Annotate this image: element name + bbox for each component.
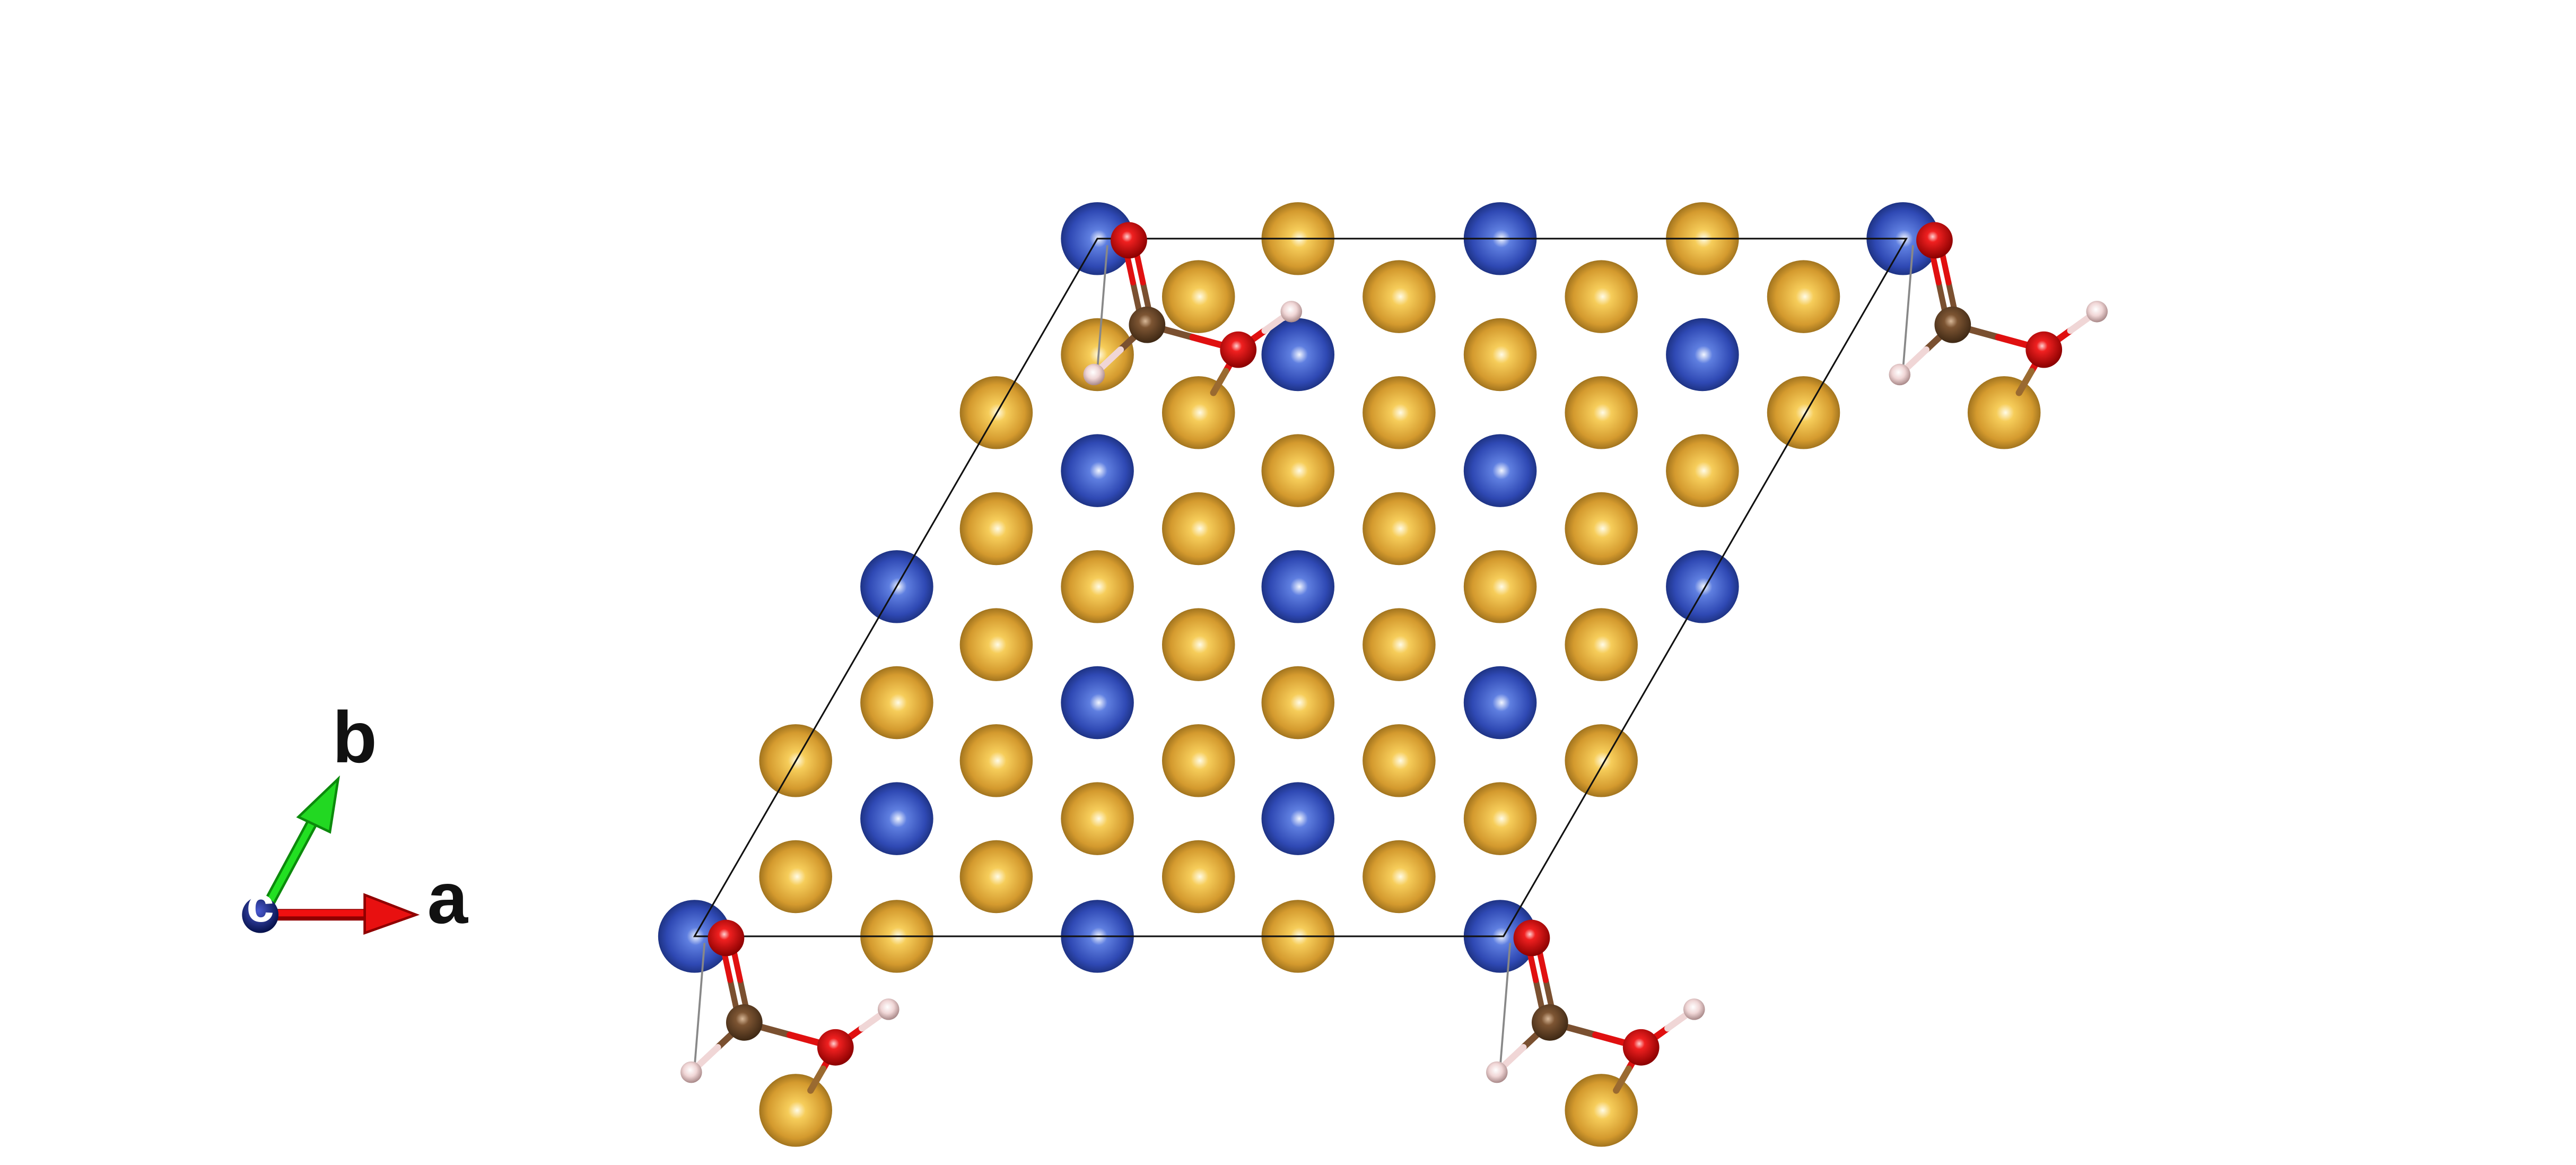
cooh-adsorbates [680, 222, 2108, 1094]
a-axis-label: a [427, 858, 469, 939]
gold-atom [1363, 260, 1436, 333]
blue-atom [1463, 434, 1537, 507]
gold-atom [1463, 318, 1537, 392]
gold-atom [1767, 260, 1840, 333]
c-axis-origin [242, 896, 279, 933]
cooh-molecule [680, 919, 900, 1094]
gold-atom [1565, 376, 1638, 449]
gold-atom [959, 492, 1033, 566]
carbon-atom [1531, 1004, 1568, 1041]
blue-atom [1261, 782, 1335, 855]
hydrogen-atom [1889, 363, 1911, 386]
axis-compass: c b a [242, 697, 469, 939]
hydrogen-atom [1683, 998, 1705, 1020]
blue-atom [1463, 666, 1537, 740]
cell-link-line [1902, 245, 1914, 370]
gold-atom [1162, 492, 1235, 566]
gold-atom [1363, 492, 1436, 566]
gold-atom [1565, 1074, 1638, 1147]
gold-atom [1363, 608, 1436, 681]
carbon-atom [1934, 306, 1971, 343]
gold-atom [1162, 840, 1235, 914]
hydrogen-atom [2086, 300, 2108, 323]
gold-atom [1363, 724, 1436, 797]
gold-atom [959, 724, 1033, 797]
gold-atom [1767, 376, 1840, 449]
blue-atom [1666, 318, 1739, 392]
cooh-molecule [1486, 919, 1705, 1094]
a-axis-arrowhead [363, 893, 420, 935]
oxygen-atom [1111, 222, 1147, 259]
hydrogen-atom [1280, 300, 1303, 323]
b-axis-label: b [333, 697, 377, 778]
b-axis-arrowhead [296, 775, 340, 834]
gold-atom [1967, 376, 2041, 449]
gold-atom [1363, 376, 1436, 449]
gold-atom [1061, 550, 1134, 623]
bond [2015, 368, 2035, 396]
hydrogen-atom [1486, 1061, 1508, 1083]
gold-atom [860, 666, 933, 740]
oxygen-atom [2025, 331, 2063, 368]
bond [807, 1065, 827, 1094]
blue-atom [1061, 434, 1134, 507]
bond [1613, 1065, 1632, 1094]
gold-atom [759, 840, 832, 914]
gold-atom [1261, 434, 1335, 507]
unit-cell [693, 238, 1908, 937]
cell-link-line [1499, 943, 1512, 1067]
gold-atom [1162, 608, 1235, 681]
blue-atom [1261, 318, 1335, 392]
c-axis-label: c [247, 876, 274, 932]
oxygen-atom [708, 919, 745, 957]
gold-atom [1565, 608, 1638, 681]
hydrogen-atom [877, 998, 900, 1020]
gold-atom [1162, 260, 1235, 333]
oxygen-atom [817, 1029, 854, 1066]
oxygen-atom [1220, 331, 1257, 368]
gold-atom [1565, 260, 1638, 333]
blue-atom [1061, 666, 1134, 740]
cooh-molecule [1889, 222, 2108, 396]
cooh-molecule [1083, 222, 1303, 396]
gold-atom [959, 608, 1033, 681]
hydrogen-atom [680, 1061, 702, 1083]
oxygen-atom [1513, 919, 1550, 957]
carbon-atom [1129, 306, 1166, 343]
b-axis-shaft [262, 822, 315, 911]
gold-atom [1162, 376, 1235, 449]
bond [1210, 368, 1229, 396]
hydrogen-atom [1083, 363, 1105, 386]
blue-atom [1261, 550, 1335, 623]
blue-atom [860, 782, 933, 855]
slab-atoms [658, 202, 2041, 1147]
oxygen-atom [1916, 222, 1953, 259]
gold-atom [1463, 550, 1537, 623]
gold-atom [1261, 666, 1335, 740]
oxygen-atom [1622, 1029, 1660, 1066]
gold-atom [1565, 492, 1638, 566]
unit-cell-outline [693, 238, 1908, 937]
gold-atom [1061, 782, 1134, 855]
gold-atom [959, 840, 1033, 914]
gold-atom [1565, 724, 1638, 797]
gold-atom [1463, 782, 1537, 855]
gold-atom [759, 1074, 832, 1147]
gold-atom [1666, 434, 1739, 507]
carbon-atom [726, 1004, 763, 1041]
blue-atom [1666, 550, 1739, 623]
cell-link-line [693, 943, 706, 1067]
gold-atom [1363, 840, 1436, 914]
gold-atom [1061, 318, 1134, 392]
gold-atom [1162, 724, 1235, 797]
cell-link-line [1096, 245, 1108, 370]
